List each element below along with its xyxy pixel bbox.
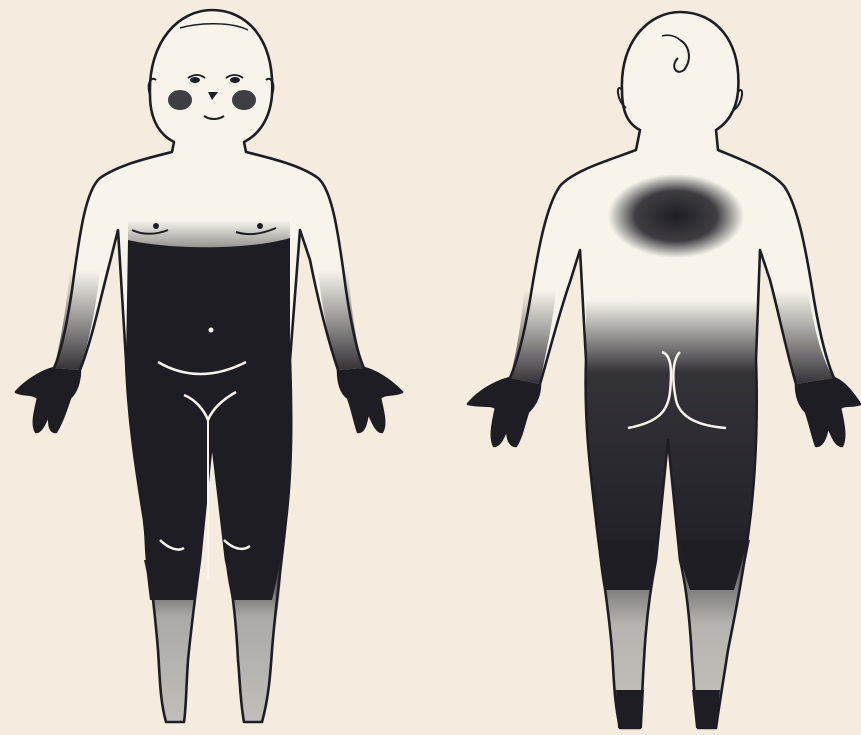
front-left-cheek-patch bbox=[168, 90, 192, 110]
front-shin-shading bbox=[144, 560, 282, 722]
back-view-figure bbox=[468, 12, 860, 728]
front-view-figure bbox=[16, 10, 402, 722]
back-upper-patch bbox=[608, 174, 744, 258]
back-feet-shading bbox=[616, 690, 720, 728]
front-right-cheek-patch bbox=[232, 90, 256, 110]
